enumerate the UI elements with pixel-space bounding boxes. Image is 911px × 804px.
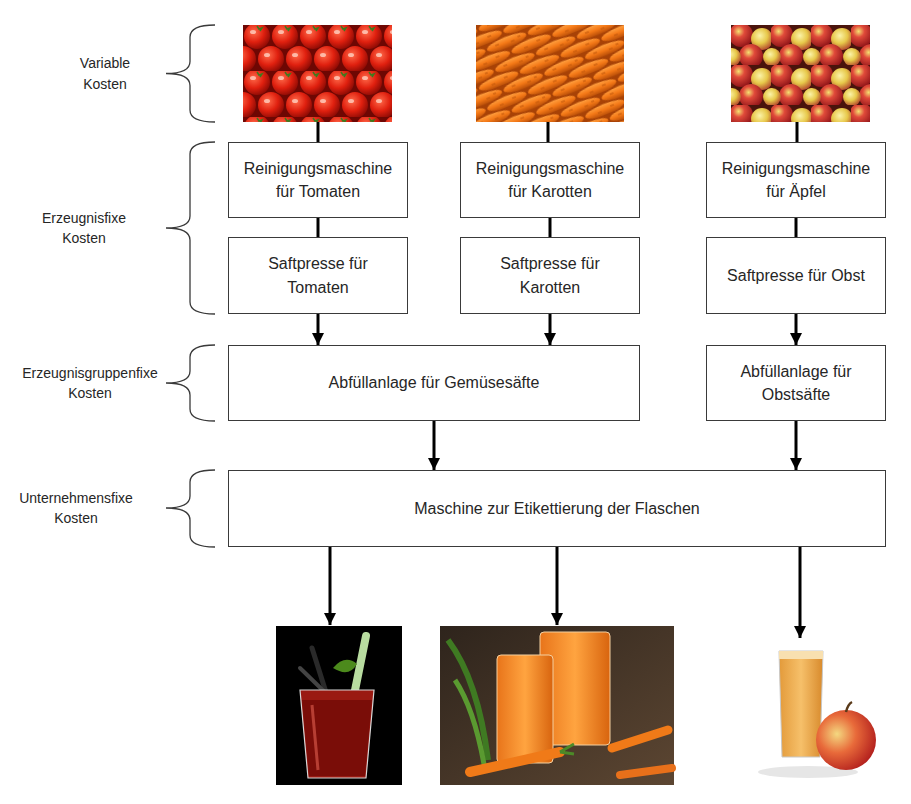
curly-brace — [166, 142, 215, 314]
tomato-photo — [243, 25, 392, 122]
photo-background — [276, 626, 402, 785]
feed-line — [317, 122, 320, 142]
process-box: Maschine zur Etikettierung der Flaschen — [228, 470, 886, 547]
juice — [302, 700, 372, 776]
process-box: Saftpresse für Obst — [706, 237, 886, 314]
glass-highlight — [312, 705, 318, 770]
curly-brace — [166, 25, 215, 122]
box-label: Saftpresse für Obst — [719, 264, 873, 287]
product-arrows — [330, 547, 800, 638]
carrot-juice-photo — [440, 626, 674, 785]
process-box: Saftpresse für Karotten — [460, 237, 640, 314]
cost-braces — [166, 25, 215, 547]
photo-feed-lines — [318, 122, 797, 142]
flow-line — [549, 218, 552, 237]
flow-line — [795, 218, 798, 237]
cost-category-label: Variable Kosten — [80, 53, 130, 94]
process-box: Reinigungsmaschine für Äpfel — [706, 142, 886, 218]
product-arrow — [329, 547, 332, 625]
box-label: Reinigungsmaschine für Äpfel — [707, 157, 885, 203]
box-label: Abfüllanlage für Obstsäfte — [707, 360, 885, 406]
flow-line — [317, 218, 320, 237]
box-label: Saftpresse für Tomaten — [229, 252, 407, 298]
carrot — [612, 730, 668, 748]
glass — [300, 690, 374, 778]
flow-arrow — [795, 421, 798, 470]
cost-category-label: Erzeugnisfixe Kosten — [42, 208, 126, 249]
flow-arrow — [433, 421, 436, 470]
box-label: Reinigungsmaschine für Karotten — [461, 157, 639, 203]
photo-background — [440, 626, 674, 785]
curly-brace — [166, 345, 215, 421]
carrot — [620, 768, 672, 775]
carrot-greens — [455, 680, 485, 770]
cost-category-label: Erzeugnisgruppenfixe Kosten — [22, 363, 157, 404]
process-box: Abfüllanlage für Obstsäfte — [706, 345, 886, 421]
flow-arrow — [317, 314, 320, 345]
juice-top — [779, 651, 823, 659]
apple-juice-photo — [726, 640, 880, 785]
flow-arrow — [549, 314, 552, 345]
apple — [816, 710, 876, 770]
box-label: Abfüllanlage für Gemüsesäfte — [321, 371, 548, 394]
box-label: Reinigungsmaschine für Tomaten — [229, 157, 407, 203]
photo-background — [726, 640, 880, 785]
chili — [333, 660, 357, 672]
flow-arrow — [795, 314, 798, 345]
tomato-juice-photo — [276, 626, 402, 785]
carrot-photo — [476, 25, 624, 122]
process-box: Abfüllanlage für Gemüsesäfte — [228, 345, 640, 421]
product-arrow — [799, 547, 802, 638]
process-box: Reinigungsmaschine für Karotten — [460, 142, 640, 218]
box-label: Saftpresse für Karotten — [461, 252, 639, 298]
apple-photo — [731, 25, 870, 122]
apple-stem — [846, 702, 852, 712]
curly-brace — [166, 470, 215, 547]
carrot-greens — [560, 744, 574, 754]
feed-line — [547, 122, 550, 142]
box-label: Maschine zur Etikettierung der Flaschen — [406, 497, 707, 520]
process-box: Reinigungsmaschine für Tomaten — [228, 142, 408, 218]
carrot — [470, 752, 560, 772]
feed-line — [796, 122, 799, 142]
process-box: Saftpresse für Tomaten — [228, 237, 408, 314]
juice-glass — [497, 655, 553, 763]
product-arrow — [556, 547, 559, 625]
cost-category-label: Unternehmensfixe Kosten — [19, 488, 133, 529]
